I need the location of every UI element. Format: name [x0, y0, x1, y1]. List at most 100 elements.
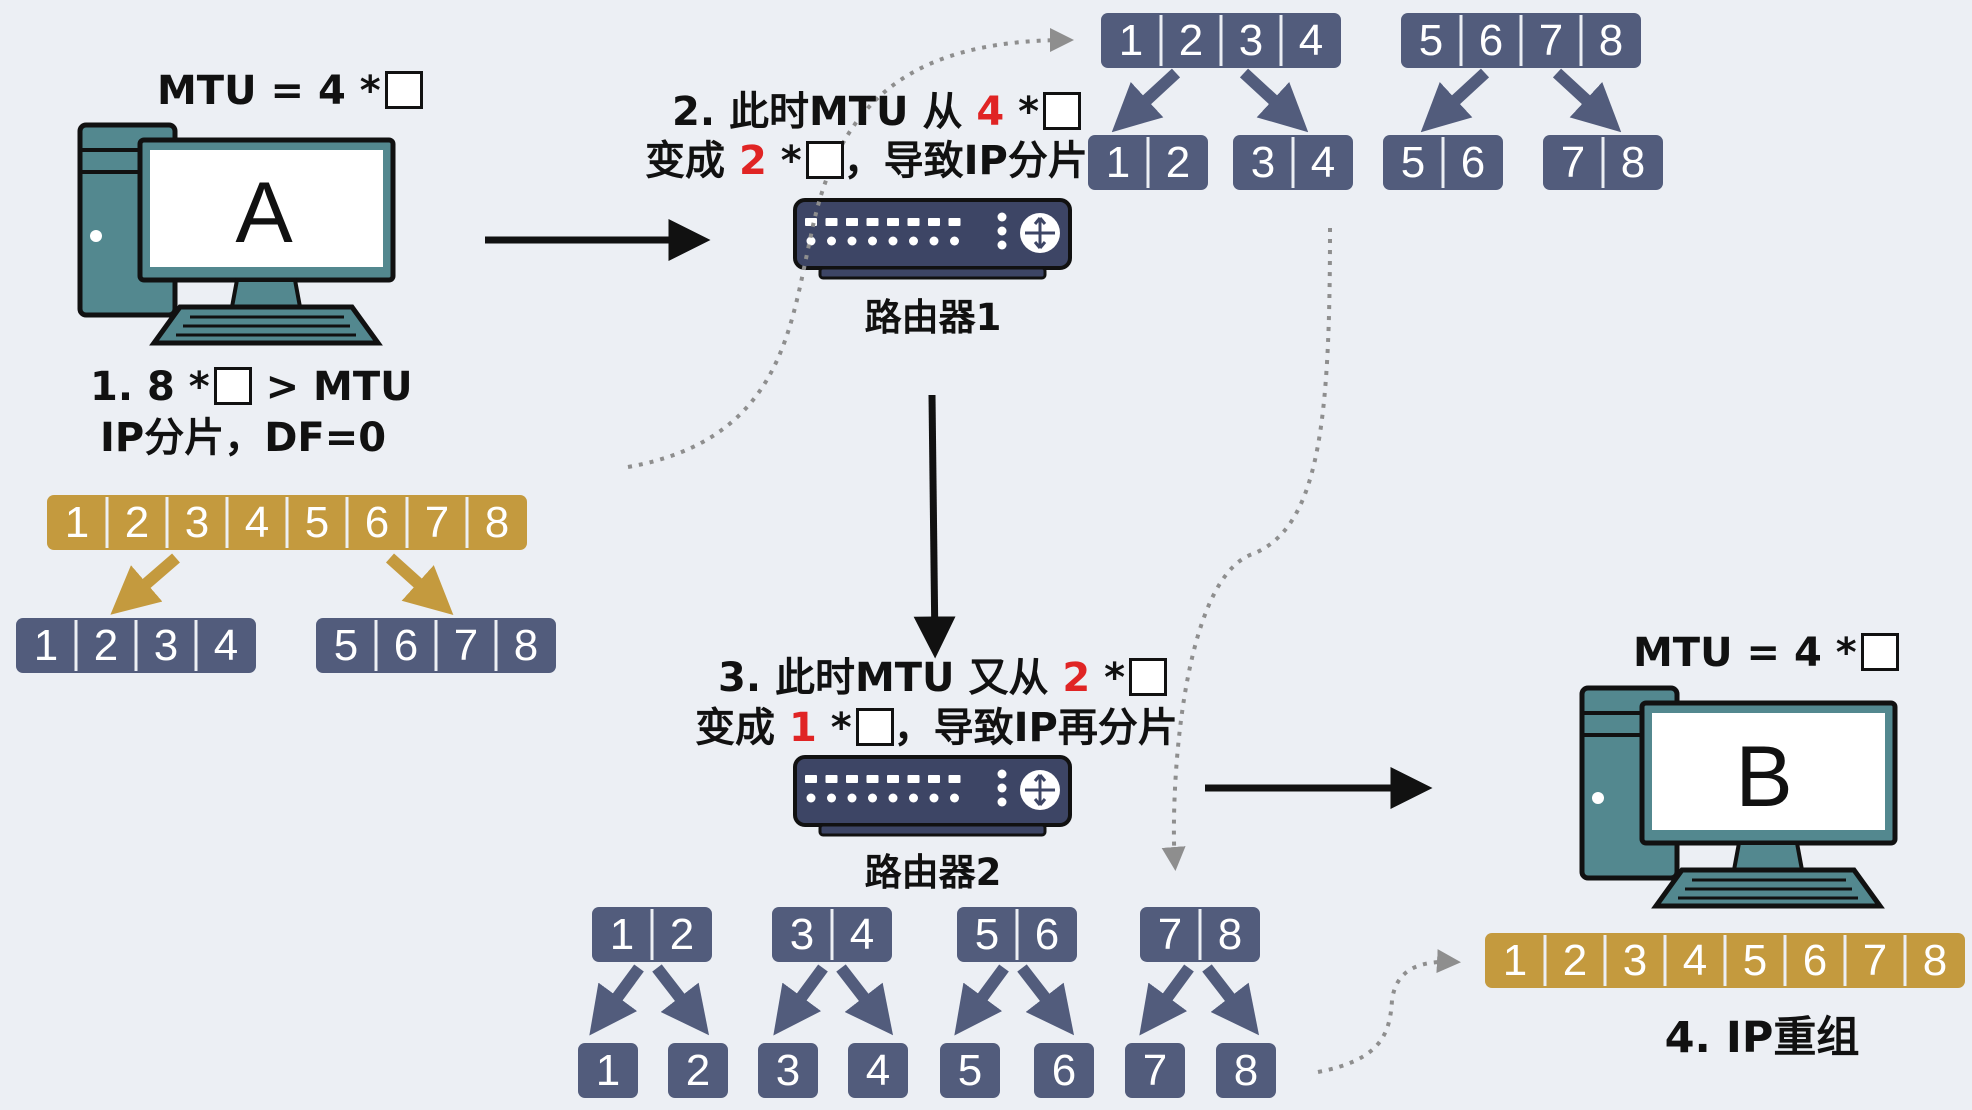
fragment-number: 5: [334, 621, 358, 670]
fragment-number: 8: [1599, 16, 1623, 65]
fragment-number: 2: [1563, 936, 1587, 985]
router2-output-fragment: 4: [848, 1043, 908, 1098]
fragment-number: 8: [1234, 1046, 1258, 1095]
fragment-number: 1: [596, 1046, 620, 1095]
unit-box-icon: [213, 367, 252, 405]
fragment-number: 1: [1503, 936, 1527, 985]
split-arrow-icon: [836, 964, 894, 1036]
fragment-number: 8: [1621, 138, 1645, 187]
step2-l2-red: 2: [738, 138, 767, 184]
arrow-router1-to-router2: [913, 394, 956, 659]
split-arrow-icon: [1552, 68, 1622, 133]
fragment-number: 2: [94, 621, 118, 670]
step2-l2-c: ，导致IP分片: [843, 138, 1088, 184]
fragment-number: 7: [1143, 1046, 1167, 1095]
step3-l1-b: *: [1090, 655, 1126, 701]
fragment-number: 5: [305, 498, 329, 547]
fragment-number: 2: [670, 910, 694, 959]
fragment-number: 7: [454, 621, 478, 670]
mtu-label-a: MTU = 4 *: [157, 66, 423, 116]
step3-l2-c: ，导致IP再分片: [893, 705, 1178, 751]
step2-line1: 2. 此时MTU 从 4 *: [672, 87, 1082, 137]
router-1: [793, 198, 1072, 280]
split-arrow-icon: [385, 553, 454, 616]
fragment-number: 8: [1218, 910, 1242, 959]
fragment-number: 4: [1299, 16, 1323, 65]
fragment-number: 1: [65, 498, 89, 547]
router2-output-fragment: 8: [1216, 1043, 1276, 1098]
step1-line1-pre: 1. 8 *: [90, 364, 210, 410]
fragment-number: 3: [185, 498, 209, 547]
step3-line1: 3. 此时MTU 又从 2 *: [718, 653, 1168, 703]
fragment-number: 3: [1251, 138, 1275, 187]
fragment-number: 4: [214, 621, 238, 670]
split-arrow-icon: [1239, 68, 1309, 133]
fragment-number: 6: [1461, 138, 1485, 187]
step2-l1-b: *: [1004, 89, 1040, 135]
unit-box-icon: [855, 708, 894, 746]
split-arrow-icon: [589, 964, 644, 1036]
split-arrow-icon: [954, 964, 1009, 1036]
step1-label: 1. 8 * > MTU: [90, 362, 413, 412]
fragment-number: 6: [1035, 910, 1059, 959]
unit-box-icon: [1129, 658, 1168, 696]
fragment-number: 7: [425, 498, 449, 547]
fragment-number: 2: [125, 498, 149, 547]
fragment-number: 8: [485, 498, 509, 547]
step3-l1-a: 3. 此时MTU 又从: [718, 655, 1063, 701]
split-arrow-icon: [773, 964, 828, 1036]
mtu-label-b-text: MTU = 4 *: [1633, 630, 1857, 676]
step2-l1-red: 4: [976, 89, 1005, 135]
fragment-number: 5: [958, 1046, 982, 1095]
fragment-number: 7: [1539, 16, 1563, 65]
fragment-number: 1: [34, 621, 58, 670]
step3-l2-b: *: [816, 705, 852, 751]
fragment-number: 8: [514, 621, 538, 670]
computer-b: B: [1579, 685, 1898, 909]
fragment-number: 5: [1419, 16, 1443, 65]
fragment-number: 3: [790, 910, 814, 959]
router2-label: 路由器2: [865, 851, 1002, 894]
fragment-number: 7: [1561, 138, 1585, 187]
dotted-connector-r1-to-r2-fragments: [1161, 227, 1332, 871]
fragment-number: 6: [1803, 936, 1827, 985]
computer-b-label: B: [1735, 729, 1792, 825]
step3-l1-red: 2: [1062, 655, 1091, 701]
split-arrow-icon: [1420, 68, 1490, 133]
router-2: [793, 755, 1072, 837]
step4-label: 4. IP重组: [1665, 1013, 1860, 1063]
fragment-number: 4: [1311, 138, 1335, 187]
router2-output-fragment: 5: [940, 1043, 1000, 1098]
fragment-number: 3: [1239, 16, 1263, 65]
step3-l2-a: 变成: [695, 705, 789, 751]
router2-output-fragment: 2: [668, 1043, 728, 1098]
split-arrow-icon: [1139, 964, 1194, 1036]
unit-box-icon: [1860, 633, 1899, 671]
fragment-number: 5: [1401, 138, 1425, 187]
dotted-connector-a-to-r1-fragments: [627, 28, 1074, 469]
step1-line2-text: IP分片，DF=0: [100, 415, 387, 461]
computer-a-label: A: [235, 165, 293, 261]
fragment-number: 5: [975, 910, 999, 959]
fragment-number: 7: [1863, 936, 1887, 985]
fragment-number: 5: [1743, 936, 1767, 985]
step2-l1-a: 2. 此时MTU 从: [672, 89, 977, 135]
fragment-number: 1: [1106, 138, 1130, 187]
step1-line1-post: > MTU: [265, 364, 413, 410]
computer-a: A: [77, 122, 396, 346]
unit-box-icon: [384, 71, 423, 109]
step3-l2-red: 1: [788, 705, 817, 751]
fragment-number: 3: [1623, 936, 1647, 985]
split-arrow-icon: [1017, 964, 1075, 1036]
